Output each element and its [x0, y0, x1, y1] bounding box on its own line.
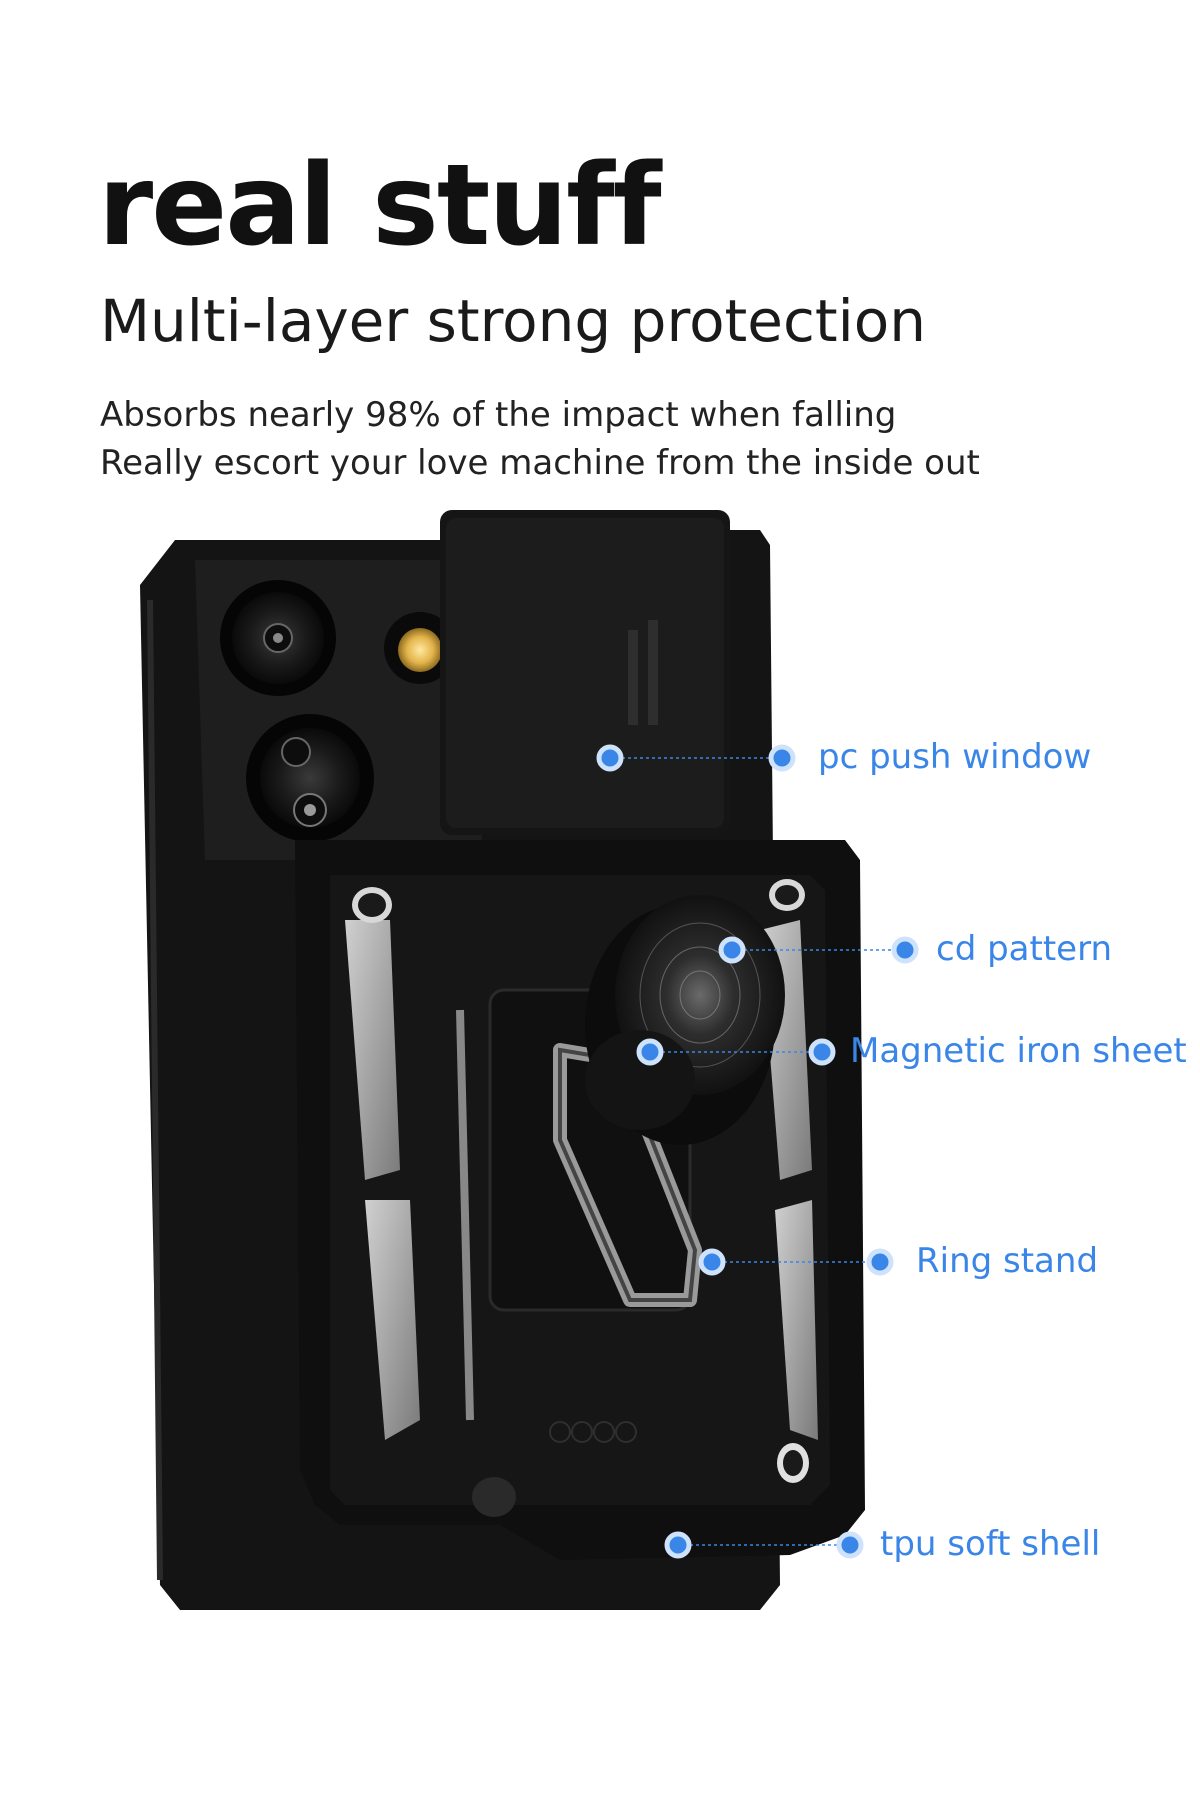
page-title: real stuff [98, 141, 662, 271]
callout-label-ring-stand: Ring stand [916, 1241, 1099, 1281]
pc-push-window [440, 510, 730, 835]
camera-module [220, 580, 456, 842]
callout-label-magnetic-iron-sheet: Magnetic iron sheet [850, 1031, 1187, 1071]
page-subtitle: Multi-layer strong protection [100, 287, 926, 355]
callout-label-cd-pattern: cd pattern [936, 929, 1113, 969]
description-line-1: Absorbs nearly 98% of the impact when fa… [100, 395, 897, 435]
description-line-2: Really escort your love machine from the… [100, 443, 980, 483]
callout-lines [610, 757, 905, 1546]
callout-label-tpu-soft-shell: tpu soft shell [880, 1524, 1101, 1564]
callout-dots [596, 744, 919, 1559]
callout-label-pc-push-window: pc push window [818, 737, 1092, 777]
